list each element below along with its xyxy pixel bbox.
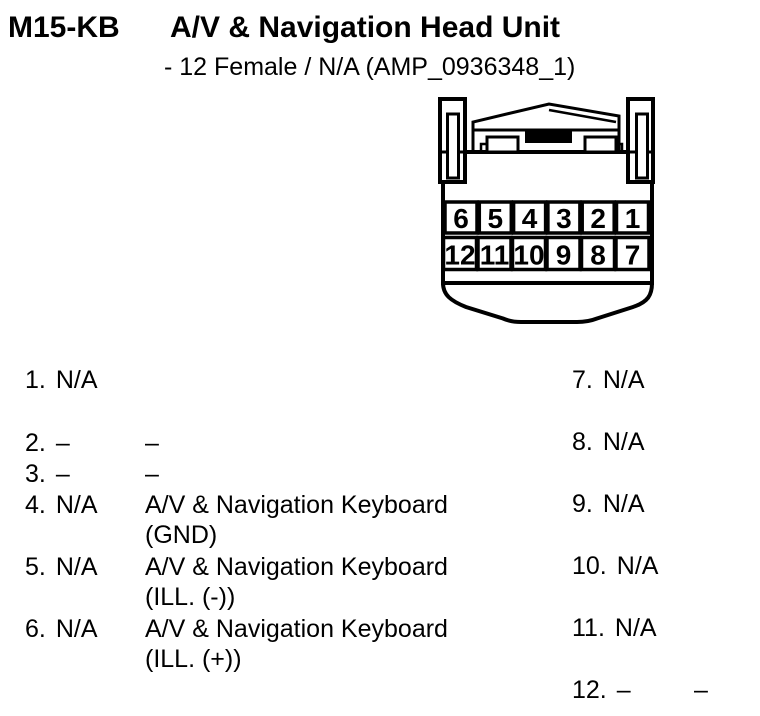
- pin-number: 3.: [25, 460, 46, 488]
- connector-diagram: 6 5 4 3 2 1 12 11 10 9 8 7: [438, 97, 655, 324]
- pin-number: 9.: [572, 490, 593, 518]
- pin-cell: 5: [488, 203, 504, 234]
- pin-row-8: 8. N/A: [572, 427, 645, 457]
- pin-row-2: 2.– –: [25, 428, 159, 458]
- connector-body: [438, 97, 655, 324]
- pin-cell: 8: [590, 240, 606, 271]
- connector-code: M15-KB: [8, 11, 120, 44]
- pin-row-12: 12.– –: [572, 675, 708, 705]
- pin-value: N/A: [616, 552, 659, 580]
- connector-subtitle: - 12 Female / N/A (AMP_0936348_1): [164, 53, 576, 81]
- pin-number: 2.: [25, 429, 46, 457]
- pin-description: –: [694, 676, 708, 704]
- pin-row-4: 4. N/A A/V & Navigation Keyboard(GND): [25, 490, 448, 549]
- pin-row-1: 1. N/A: [25, 365, 98, 395]
- pin-cell: 7: [625, 240, 641, 271]
- pin-cell: 6: [453, 203, 469, 234]
- pin-cell: 10: [513, 240, 544, 271]
- pin-description: A/V & Navigation Keyboard(GND): [145, 491, 448, 549]
- pin-number: 6.: [25, 615, 46, 643]
- pin-number: 12.: [572, 676, 607, 704]
- pin-number: 11.: [572, 614, 605, 642]
- page-title: A/V & Navigation Head Unit: [170, 11, 561, 44]
- pin-value: N/A: [602, 428, 645, 456]
- pin-value: N/A: [602, 490, 645, 518]
- pin-grid: [441, 200, 651, 272]
- pin-cell: 2: [590, 203, 606, 234]
- pin-value: N/A: [55, 491, 98, 519]
- pin-row-6: 6. N/A A/V & Navigation Keyboard(ILL. (+)…: [25, 614, 448, 673]
- pin-row-10: 10. N/A: [572, 551, 658, 581]
- pin-description: A/V & Navigation Keyboard(ILL. (-)): [145, 553, 448, 611]
- pin-row-11: 11. N/A: [572, 613, 657, 643]
- mounting-tabs: [438, 97, 655, 184]
- pin-value: N/A: [614, 614, 657, 642]
- pin-cell: 12: [444, 240, 475, 271]
- pin-grid-numbers: 6 5 4 3 2 1 12 11 10 9 8 7: [444, 203, 640, 271]
- pin-value: –: [55, 429, 70, 457]
- pin-description: –: [145, 460, 159, 488]
- pin-cell: 3: [556, 203, 572, 234]
- pin-cell: 11: [480, 240, 510, 271]
- pin-value: N/A: [55, 553, 98, 581]
- pin-cell: 9: [556, 240, 572, 271]
- pin-row-3: 3.– –: [25, 459, 159, 489]
- pin-value: N/A: [55, 615, 98, 643]
- pin-value: –: [616, 676, 631, 704]
- pin-number: 4.: [25, 491, 46, 519]
- pin-number: 5.: [25, 553, 46, 581]
- pin-value: –: [55, 460, 70, 488]
- latch-block: [525, 130, 572, 143]
- pin-cell: 4: [522, 203, 538, 234]
- pin-row-5: 5. N/A A/V & Navigation Keyboard(ILL. (-)…: [25, 552, 448, 611]
- pin-description: A/V & Navigation Keyboard(ILL. (+)): [145, 615, 448, 673]
- pin-number: 10.: [572, 552, 607, 580]
- pin-description: –: [145, 429, 159, 457]
- pin-row-9: 9. N/A: [572, 489, 645, 519]
- pin-cell: 1: [625, 203, 641, 234]
- pin-value: N/A: [55, 366, 98, 394]
- pin-number: 1.: [25, 366, 46, 394]
- pin-number: 7.: [572, 366, 593, 394]
- pin-value: N/A: [602, 366, 645, 394]
- pin-row-7: 7. N/A: [572, 365, 645, 395]
- pin-number: 8.: [572, 428, 593, 456]
